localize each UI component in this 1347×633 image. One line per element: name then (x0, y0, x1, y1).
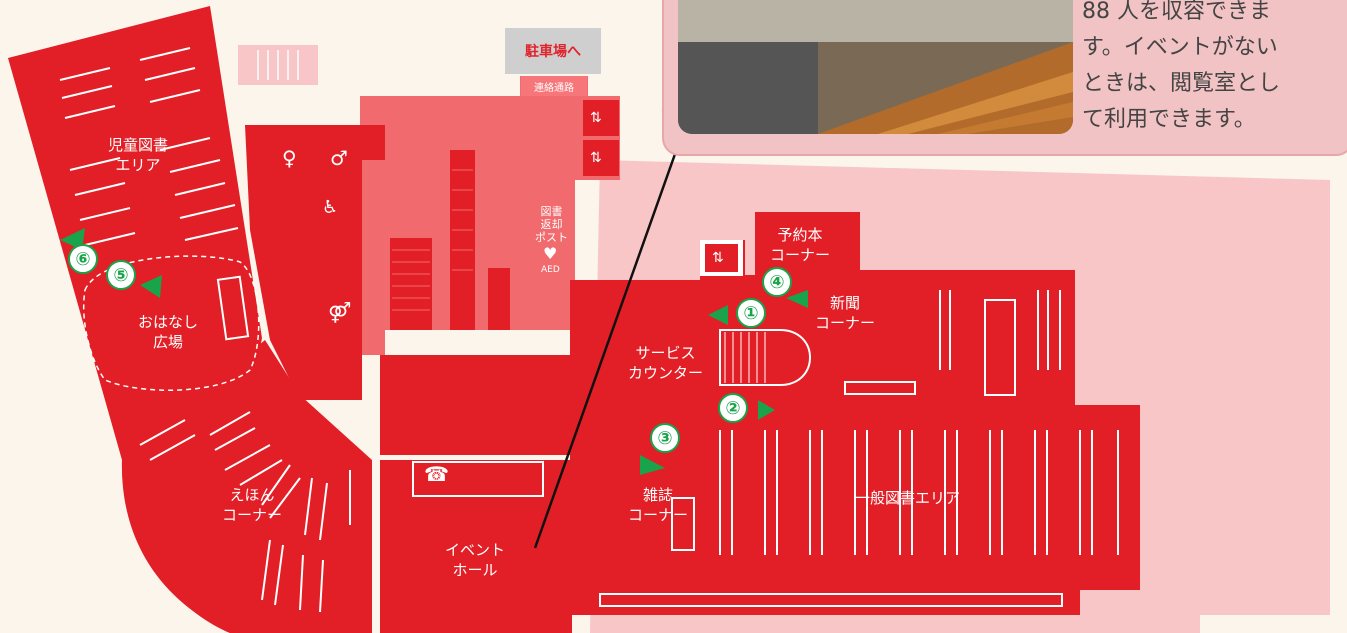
ohanashi-zone (82, 255, 260, 391)
elevator-icon: ⇅ (590, 150, 602, 166)
ehon-label: えほんコーナー (222, 486, 283, 524)
elevator-icon: ⇅ (712, 250, 724, 266)
service-stair (719, 329, 811, 386)
entrance-area (380, 355, 580, 455)
corridor (240, 96, 620, 355)
children-area-label: 児童図書エリア (108, 136, 169, 174)
newspaper-corner-label: 新聞コーナー (815, 294, 876, 332)
ehon-shelves (139, 411, 351, 613)
magazine-table (671, 497, 695, 551)
accessible-restroom-icon: ♿ (322, 197, 339, 218)
passage-label: 連絡通路 (521, 76, 587, 96)
restroom-block (245, 125, 385, 400)
arrow-2 (758, 400, 775, 420)
parking-sign[interactable]: 駐車場へ (505, 28, 601, 74)
callout-line: す。イベントがない (1082, 35, 1278, 60)
magazine-corner-label: 雑誌コーナー (628, 486, 689, 524)
callout-line: 88 人を収容できま (1082, 0, 1271, 24)
return-post-label: 図書返却ポスト (535, 205, 568, 244)
newspaper-table (984, 299, 1016, 396)
callout-pointer (533, 139, 682, 549)
event-hall-callout: 88 人を収容できま す。イベントがない ときは、閲覧室とし て利用できます。 (662, 0, 1347, 156)
restroom-icon: ♀ (282, 146, 297, 170)
ohanashi-label: おはなし広場 (138, 313, 199, 351)
arrow-4 (786, 290, 808, 308)
marker-5[interactable]: ⑤ (106, 260, 136, 290)
arrow-5 (140, 275, 162, 298)
callout-line: て利用できます。 (1082, 107, 1256, 132)
newspaper-bench (844, 381, 916, 395)
marker-6[interactable]: ⑥ (68, 244, 98, 274)
event-hall-facilities (412, 461, 544, 497)
marker-3[interactable]: ③ (650, 423, 680, 453)
callout-text: 88 人を収容できま す。イベントがない ときは、閲覧室とし て利用できます。 (1082, 0, 1342, 138)
restroom-icon: ♂ (330, 146, 348, 170)
bottom-shelf (599, 593, 1063, 607)
general-area-label: 一般図書エリア (855, 489, 961, 507)
elevator-icon: ⇅ (590, 110, 602, 126)
stair-steps (392, 169, 473, 311)
aed-label: AED (541, 265, 560, 275)
ehon-area-shape (121, 340, 373, 633)
general-shelves (719, 290, 1119, 555)
restroom-icon: ⚤ (328, 300, 352, 324)
reserve-corner-label: 予約本コーナー (770, 226, 831, 264)
callout-line: ときは、閲覧室とし (1082, 71, 1281, 96)
children-shelves (59, 47, 239, 246)
arrow-3 (640, 455, 665, 475)
central-staircase (390, 150, 510, 330)
stairs-top-lines (257, 50, 299, 80)
elevator-1 (583, 100, 619, 136)
marker-1[interactable]: ① (736, 298, 766, 328)
phone-icon: ☎ (424, 462, 449, 486)
elevator-2 (583, 140, 619, 176)
marker-2[interactable]: ② (718, 393, 748, 423)
event-hall-photo (678, 0, 1073, 134)
service-counter-label: サービスカウンター (628, 344, 704, 382)
ohanashi-bench (216, 275, 250, 341)
arrow-1 (708, 305, 728, 325)
direction-arrows (60, 228, 808, 475)
service-stair-steps (724, 332, 766, 383)
marker-4[interactable]: ④ (762, 267, 792, 297)
event-hall-label: イベントホール (445, 541, 506, 579)
aed-icon: ♥ (543, 244, 558, 263)
